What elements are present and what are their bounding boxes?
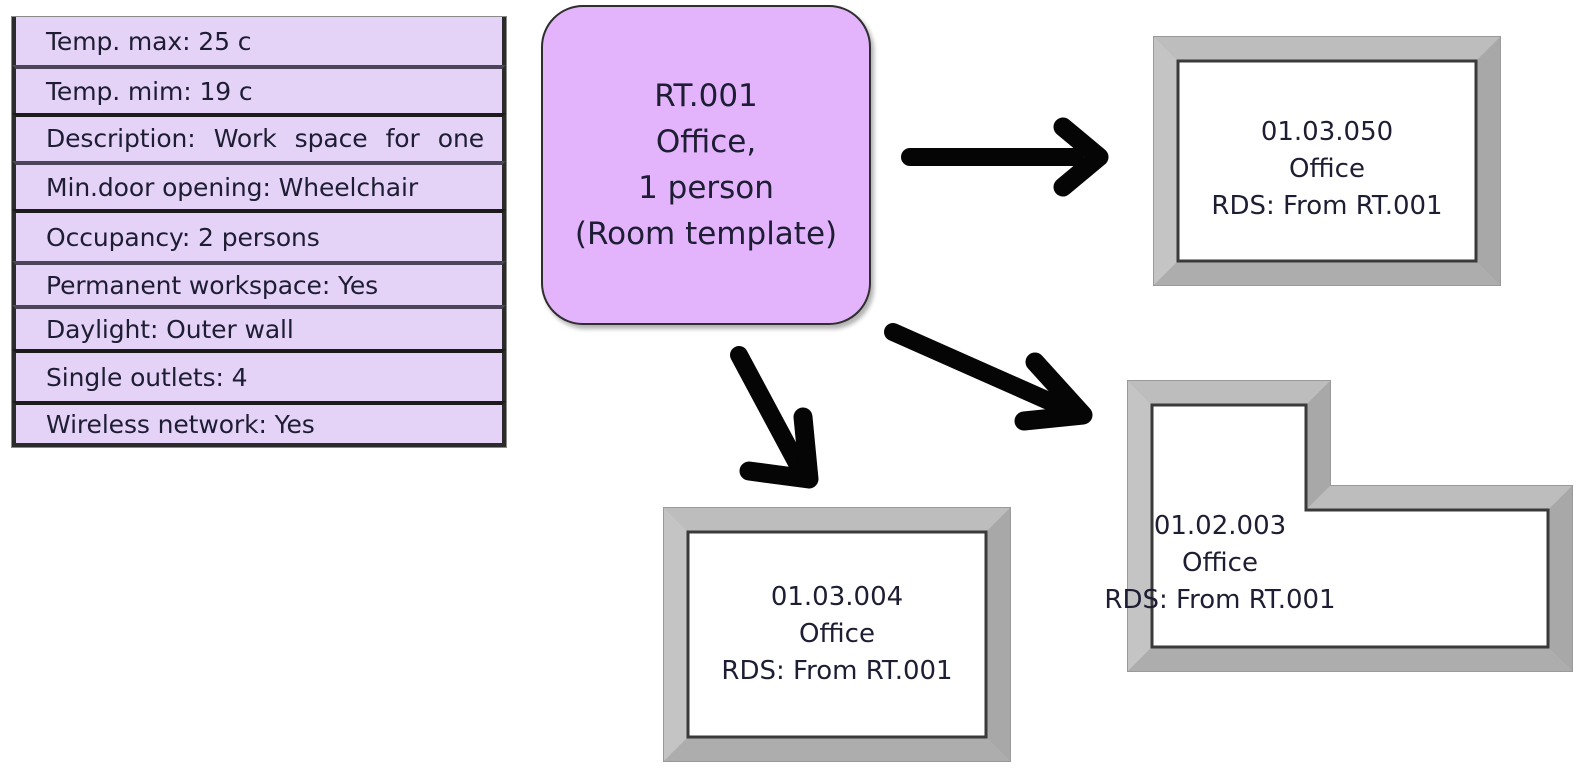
property-row-text: Daylight: Outer wall: [46, 314, 294, 344]
property-row: Permanent workspace: Yes: [12, 261, 506, 305]
property-table: Temp. max: 25 c Temp. mim: 19 c Descript…: [11, 16, 507, 448]
room-box-01-02-003[interactable]: 01.02.003 Office RDS: From RT.001: [1104, 380, 1573, 672]
property-row: Temp. max: 25 c: [12, 17, 506, 65]
property-row-text: Temp. max: 25 c: [46, 26, 252, 56]
property-row-text: Occupancy: 2 persons: [46, 222, 320, 252]
arrow-to-room-01-02-003: [884, 320, 1095, 431]
property-row-text: Wireless network: Yes: [46, 409, 315, 439]
template-line-capacity: 1 person: [638, 170, 774, 206]
property-row: Daylight: Outer wall: [12, 305, 506, 349]
property-row: Min.door opening: Wheelchair: [12, 161, 506, 209]
arrow-to-room-01-03-050: [901, 117, 1110, 197]
property-row: Wireless network: Yes: [12, 401, 506, 447]
room-box-01-03-004[interactable]: 01.03.004 Office RDS: From RT.001: [663, 507, 1011, 762]
room-box-01-03-050[interactable]: 01.03.050 Office RDS: From RT.001: [1153, 36, 1501, 286]
property-row: Occupancy: 2 persons: [12, 209, 506, 261]
room-template-node[interactable]: RT.001 Office, 1 person (Room template): [541, 5, 871, 325]
property-row-text: Single outlets: 4: [46, 362, 248, 392]
arrow-to-room-01-03-004: [725, 345, 835, 490]
template-line-id: RT.001: [654, 78, 758, 114]
property-row: Temp. mim: 19 c: [12, 65, 506, 113]
property-row-text: Min.door opening: Wheelchair: [46, 172, 419, 202]
property-row-text: Permanent workspace: Yes: [46, 270, 379, 300]
property-row: Single outlets: 4: [12, 349, 506, 401]
template-line-type: Office,: [655, 124, 757, 160]
property-row-description: Description: Work space for one: [12, 113, 506, 161]
template-line-kind: (Room template): [574, 216, 838, 252]
property-row-text: Temp. mim: 19 c: [46, 76, 253, 106]
